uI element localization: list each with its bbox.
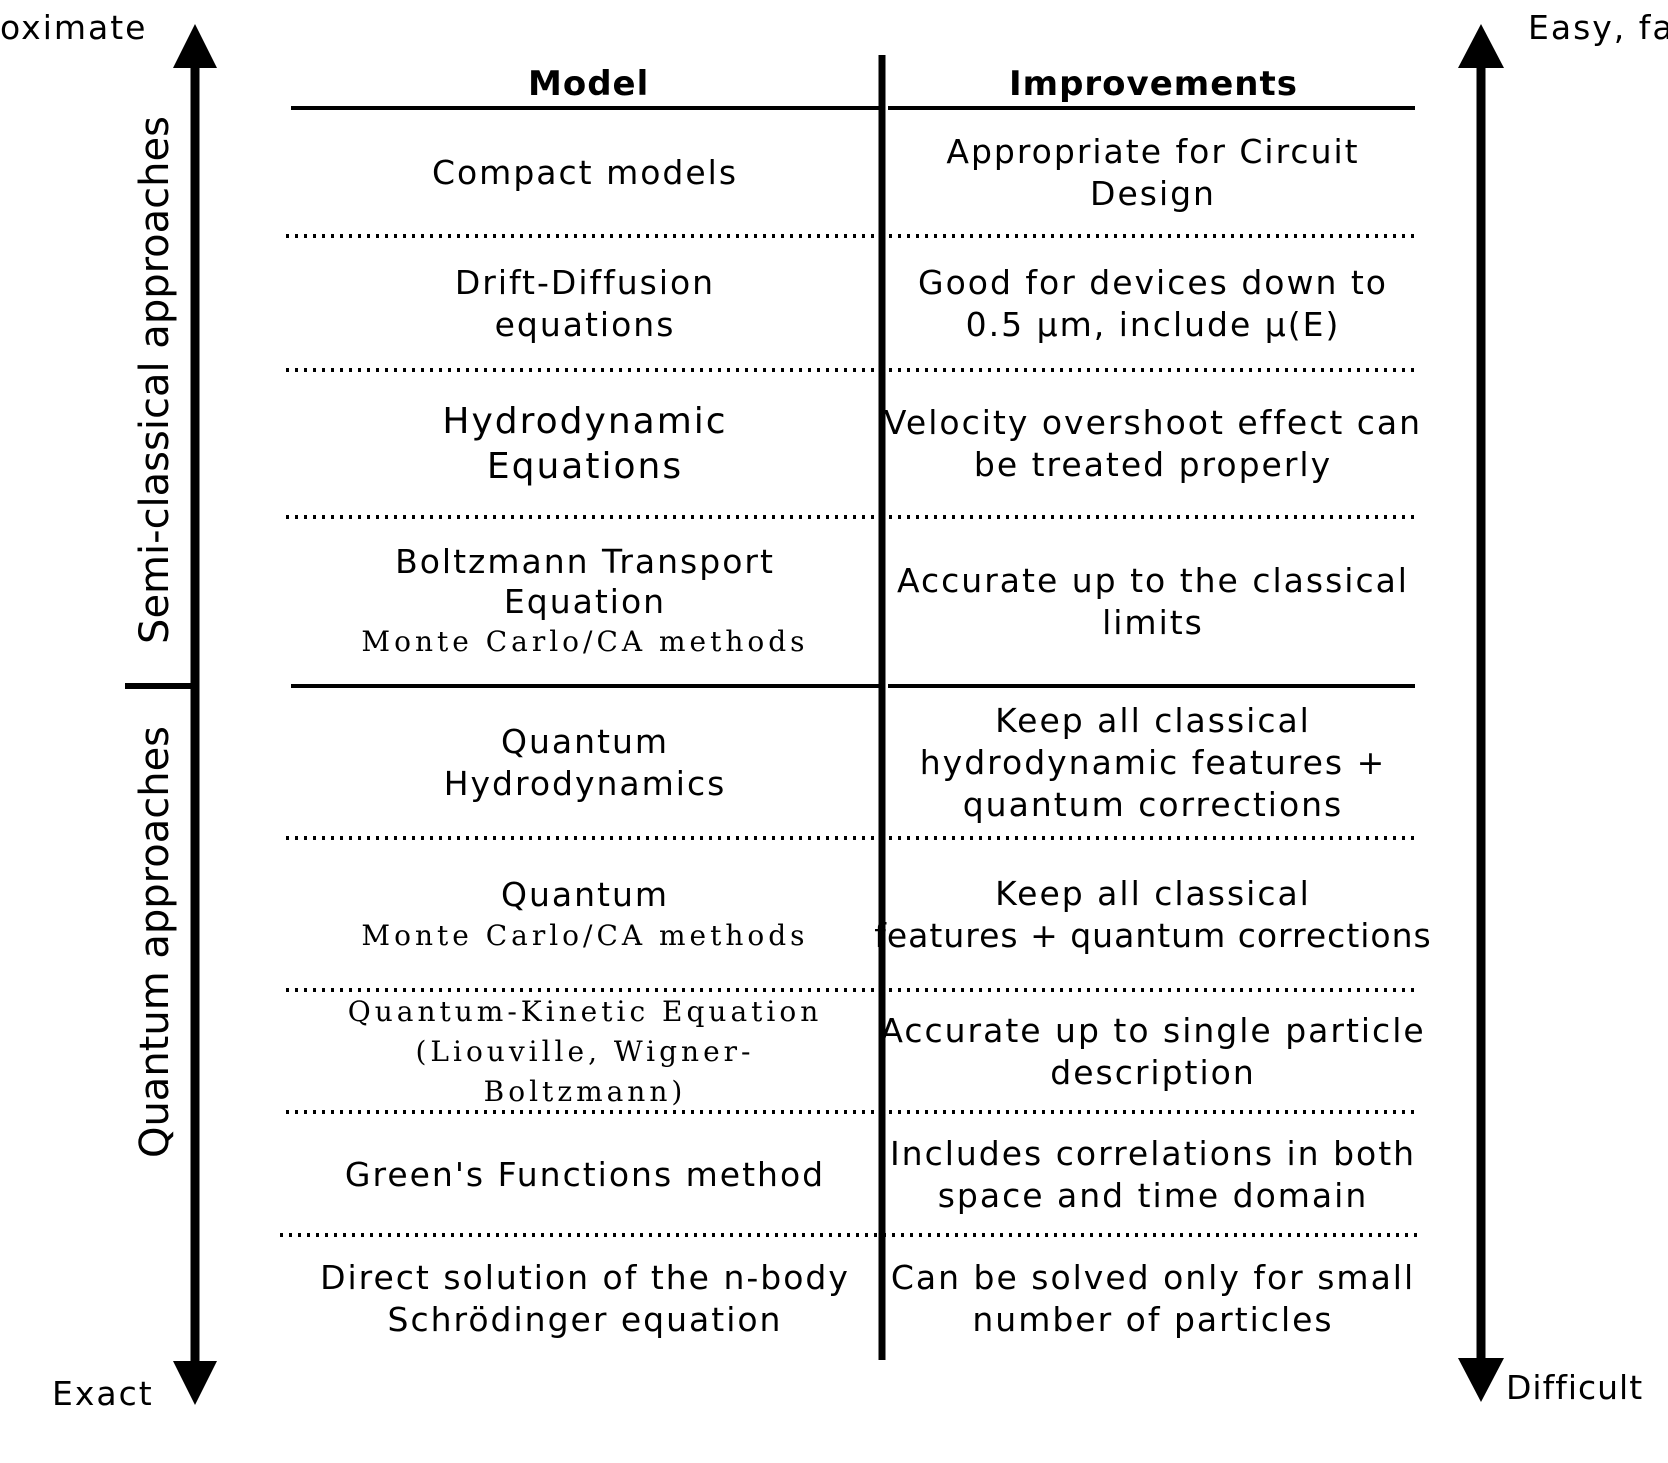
- header-model: Model: [528, 64, 650, 104]
- improvement-line: Includes correlations in both: [889, 1133, 1417, 1173]
- model-method: Monte Carlo/CA methods: [361, 919, 809, 952]
- left-arrow-down: [173, 1361, 217, 1405]
- model-line: Equation: [503, 582, 667, 621]
- table-row-improvement: Appropriate for Circuit Design: [888, 112, 1418, 234]
- table-row-improvement: Accurate up to single particle descripti…: [880, 994, 1423, 1110]
- table-row-improvement: Includes correlations in both space and …: [888, 1116, 1418, 1233]
- model-line: Compact models: [431, 153, 739, 192]
- model-line: Drift-Diffusion: [454, 263, 716, 302]
- table-row-model: Quantum Monte Carlo/CA methods: [290, 842, 880, 988]
- table-row-improvement: Velocity overshoot effect can be treated…: [884, 374, 1420, 514]
- model-method: Monte Carlo/CA methods: [361, 625, 809, 658]
- improvement-line: number of particles: [972, 1300, 1334, 1339]
- improvement-line: Good for devices down to: [918, 263, 1388, 302]
- improvement-line: Design: [1090, 174, 1216, 213]
- improvement-line: Accurate up to single particle: [880, 1011, 1426, 1050]
- improvement-line: Can be solved only for small: [890, 1258, 1416, 1297]
- table-row-model: Green's Functions method: [290, 1116, 880, 1233]
- improvement-line: be treated properly: [973, 445, 1333, 484]
- improvement-line: hydrodynamic features +: [919, 743, 1387, 782]
- table-row-improvement: Keep all classical hydrodynamic features…: [888, 690, 1418, 836]
- improvement-line: features + quantum corrections: [874, 916, 1432, 955]
- table-row-model: Quantum-Kinetic Equation (Liouville, Wig…: [290, 994, 880, 1110]
- table-row-model: Direct solution of the n-body Schrödinge…: [290, 1240, 880, 1358]
- right-arrow-up: [1458, 24, 1504, 68]
- axis-label-exact: Exact: [52, 1374, 154, 1413]
- improvement-line: Appropriate for Circuit: [946, 132, 1360, 171]
- table-row-model: Compact models: [290, 112, 880, 234]
- table-row-improvement: Good for devices down to 0.5 µm, include…: [888, 240, 1418, 368]
- table-row-improvement: Accurate up to the classical limits: [888, 522, 1418, 682]
- improvement-line: quantum corrections: [962, 785, 1344, 824]
- improvement-line: space and time domain: [937, 1175, 1369, 1215]
- model-line: Hydrodynamic: [442, 401, 728, 442]
- model-line: Quantum: [500, 875, 670, 914]
- table-row-model: Drift-Diffusion equations: [290, 240, 880, 368]
- table-row-improvement: Keep all classical features + quantum co…: [874, 842, 1430, 988]
- improvement-line: description: [1050, 1053, 1256, 1092]
- axis-label-approximate: oximate: [0, 8, 148, 47]
- axis-label-easy: Easy, fa: [1528, 8, 1668, 47]
- table-row-model: Hydrodynamic Equations: [290, 374, 880, 514]
- group-label-semi-classical: Semi-classical approaches: [132, 116, 178, 644]
- model-line: Schrödinger equation: [387, 1300, 783, 1339]
- model-line: Boltzmann Transport: [395, 542, 775, 581]
- improvement-line: Keep all classical: [995, 701, 1311, 740]
- group-label-quantum: Quantum approaches: [132, 725, 178, 1159]
- model-line: equations: [494, 305, 676, 344]
- table-row-model: Boltzmann Transport Equation Monte Carlo…: [290, 522, 880, 682]
- table-row-improvement: Can be solved only for small number of p…: [888, 1240, 1418, 1358]
- improvement-line: Keep all classical: [995, 874, 1311, 913]
- model-line: Equations: [486, 446, 684, 487]
- model-line: Direct solution of the n-body: [320, 1258, 850, 1297]
- axis-label-difficult: Difficult: [1506, 1368, 1644, 1407]
- improvement-line: limits: [1102, 603, 1204, 642]
- left-arrow-up: [173, 24, 217, 68]
- model-line: Green's Functions method: [344, 1154, 826, 1194]
- improvement-line: Velocity overshoot effect can: [883, 403, 1423, 442]
- model-method: Quantum-Kinetic Equation (Liouville, Wig…: [347, 995, 823, 1108]
- row-separators: [280, 234, 1418, 1237]
- header-improvements: Improvements: [1009, 64, 1298, 104]
- model-line: Hydrodynamics: [443, 764, 727, 803]
- table-row-model: Quantum Hydrodynamics: [290, 690, 880, 836]
- improvement-line: 0.5 µm, include µ(E): [965, 305, 1341, 344]
- improvement-line: Accurate up to the classical: [897, 561, 1409, 600]
- model-line: Quantum: [500, 722, 670, 761]
- right-arrow-down: [1458, 1358, 1504, 1402]
